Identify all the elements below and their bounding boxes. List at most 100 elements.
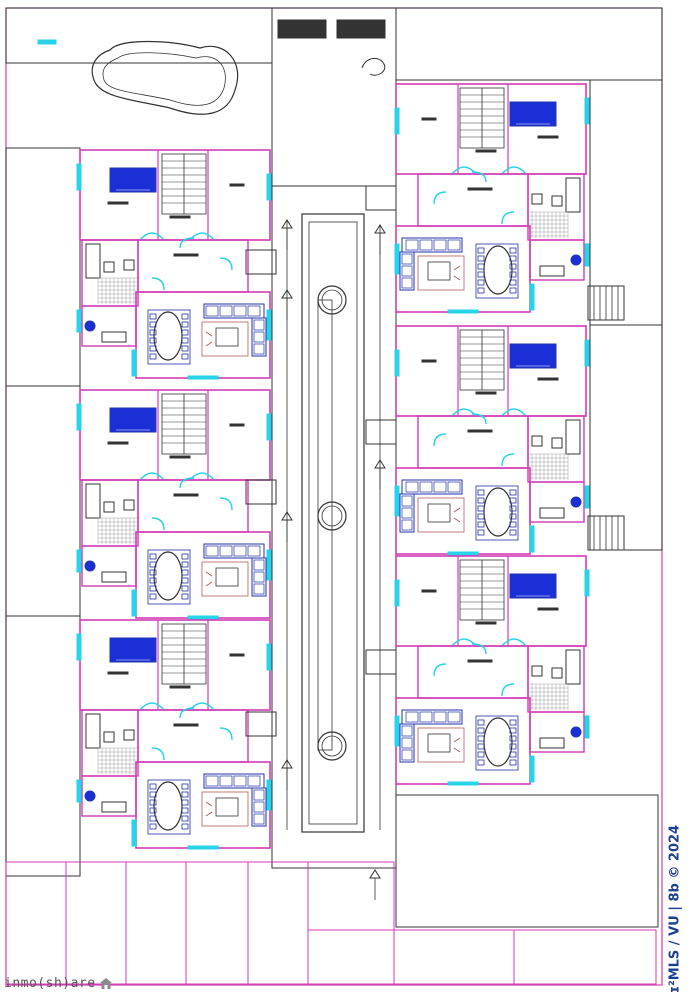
tiled-floor	[97, 747, 138, 774]
room-label	[169, 685, 191, 689]
bathtub	[85, 483, 101, 519]
window	[394, 243, 400, 275]
toilet	[103, 261, 115, 273]
door-swing	[219, 257, 233, 271]
dining-chair	[477, 497, 485, 504]
window	[187, 375, 219, 380]
sofa-seat	[401, 725, 413, 737]
dining-chair	[477, 719, 485, 726]
living-rug	[417, 497, 465, 533]
tiled-floor	[97, 517, 138, 544]
brand-watermark: inmo(sh)are	[4, 973, 113, 993]
toilet	[103, 731, 115, 743]
window	[266, 173, 272, 201]
tub	[101, 331, 127, 343]
sofa-seat	[253, 343, 265, 355]
rug-pattern	[205, 571, 213, 587]
door-swing	[151, 517, 165, 531]
coffee-table	[427, 261, 451, 281]
dining-table	[153, 551, 183, 601]
living-rug	[417, 255, 465, 291]
window	[394, 579, 400, 607]
door-swing	[471, 171, 487, 183]
dining-chair	[149, 569, 157, 576]
dining-chair	[149, 815, 157, 822]
window	[131, 589, 137, 617]
window	[266, 549, 272, 581]
door-swing	[451, 166, 477, 175]
fountain-circle	[317, 731, 347, 761]
toilet	[551, 667, 563, 679]
dining-chair	[477, 521, 485, 528]
room-label	[467, 187, 493, 191]
dining-chair	[509, 529, 517, 536]
washbasin	[84, 320, 96, 332]
dining-chair	[181, 321, 189, 328]
sofa-seat	[253, 559, 265, 571]
dining-chair	[181, 353, 189, 360]
swimming-pool-edge	[102, 52, 226, 106]
sofa-seat	[433, 481, 447, 493]
dining-table	[483, 245, 513, 295]
sofa-seat	[447, 481, 461, 493]
dining-chair	[477, 489, 485, 496]
unit-upper-wall	[395, 325, 587, 417]
sink	[531, 435, 543, 447]
unit-upper-wall	[395, 555, 587, 647]
dining-chair	[477, 263, 485, 270]
entry-landing	[365, 185, 397, 211]
door-swing	[139, 232, 165, 241]
dining-chair	[181, 799, 189, 806]
room-label	[107, 201, 129, 205]
sofa-seat	[205, 305, 219, 317]
window	[76, 779, 82, 803]
sofa-seat	[401, 749, 413, 761]
sofa-seat	[219, 305, 233, 317]
sofa	[251, 317, 267, 357]
sofa-seat	[401, 265, 413, 277]
dining-chair	[509, 521, 517, 528]
rug-pattern	[205, 801, 213, 817]
sofa-seat	[205, 775, 219, 787]
apartment-unit	[394, 325, 590, 556]
dining-chair	[181, 337, 189, 344]
dining-chair	[509, 719, 517, 726]
water-feature-inner	[308, 221, 358, 825]
toilet	[551, 195, 563, 207]
door-swing	[501, 166, 527, 175]
dining-chair	[181, 815, 189, 822]
room-label	[169, 455, 191, 459]
bed	[109, 167, 157, 193]
dining-chair	[509, 751, 517, 758]
dining-chair	[181, 553, 189, 560]
dining-chair	[509, 513, 517, 520]
sofa-seat	[233, 775, 247, 787]
coffee-table	[215, 797, 239, 817]
washbasin	[84, 790, 96, 802]
tub	[101, 571, 127, 583]
pool-yard-outline	[5, 7, 273, 64]
living-rug	[201, 791, 249, 827]
sofa	[251, 557, 267, 597]
door-swing	[189, 702, 215, 711]
room-label	[173, 493, 199, 497]
room-label	[229, 183, 245, 187]
window	[447, 309, 479, 314]
window	[394, 107, 400, 135]
sofa-seat	[233, 545, 247, 557]
door-swing	[219, 727, 233, 741]
dining-chair	[509, 505, 517, 512]
window	[529, 283, 535, 311]
tiled-floor	[528, 453, 569, 480]
entry-landing	[365, 649, 397, 675]
bathtub	[85, 243, 101, 279]
dining-chair	[477, 279, 485, 286]
dining-chair	[477, 727, 485, 734]
door-swing	[433, 191, 447, 205]
fountain-circle-inner	[321, 735, 343, 757]
swimming-pool	[91, 40, 239, 115]
sofa-seat	[401, 253, 413, 265]
window	[529, 525, 535, 553]
tiled-floor	[528, 211, 569, 238]
